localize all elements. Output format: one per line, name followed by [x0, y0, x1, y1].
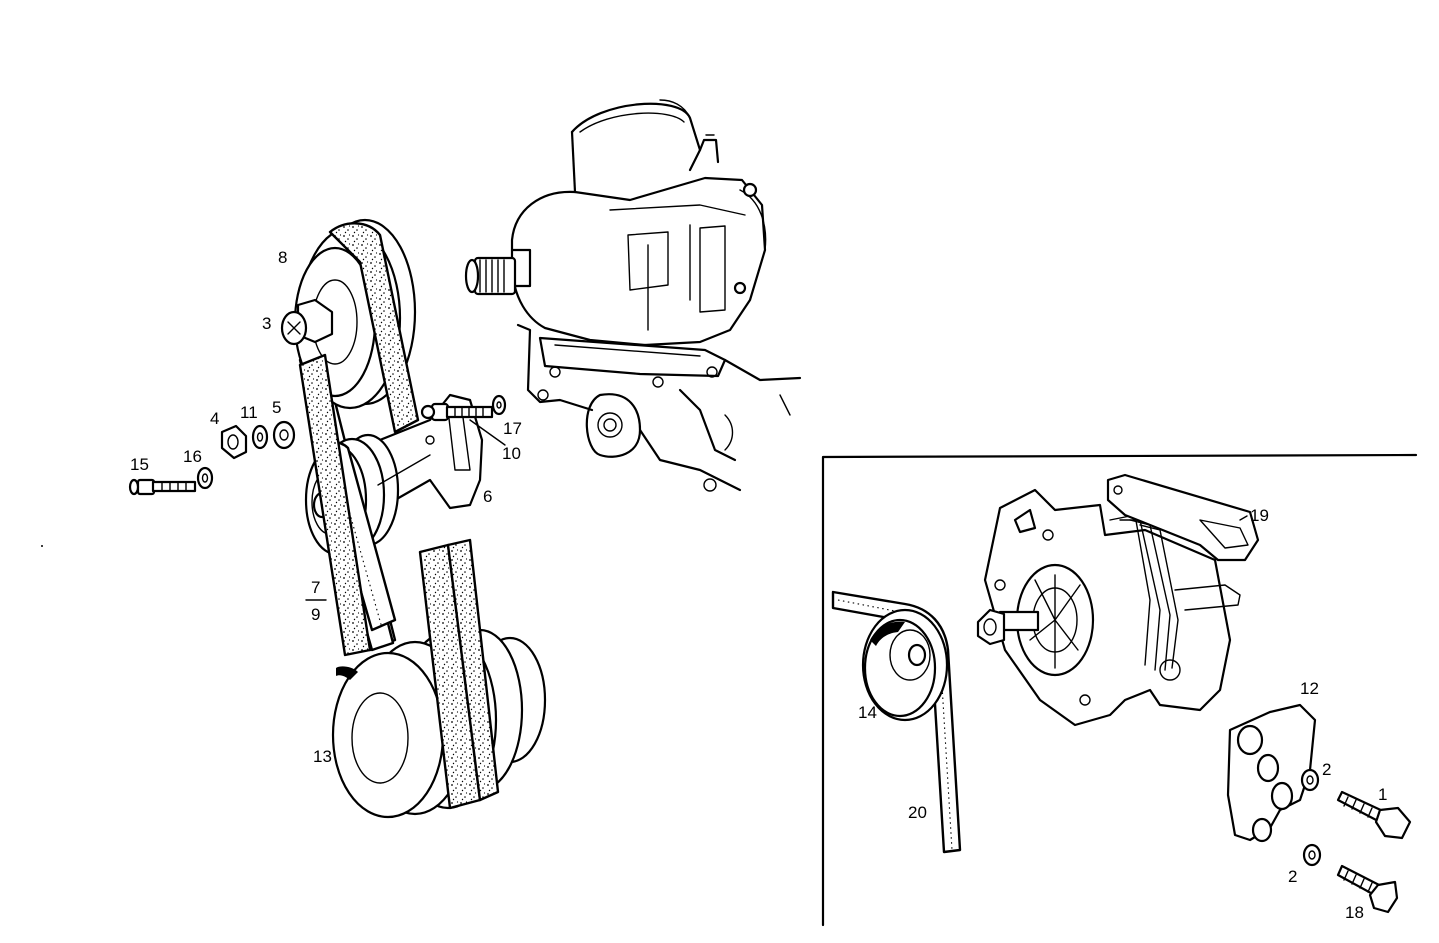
nut-4 [220, 424, 248, 460]
callout-3: 3 [262, 314, 271, 333]
callout-18: 18 [1345, 903, 1364, 922]
inset-detail-frame [821, 453, 1418, 927]
callout-13: 13 [313, 747, 332, 766]
callout-5: 5 [272, 398, 281, 417]
callout-labels: 8 3 4 11 5 15 16 17 10 6 7 9 13 19 14 12… [130, 248, 1387, 922]
nut-3 [280, 298, 334, 346]
leader-lines-left [305, 419, 506, 601]
bolt-1 [1336, 790, 1412, 840]
callout-10: 10 [502, 444, 521, 463]
callout-8: 8 [278, 248, 287, 267]
pulley-14 [861, 608, 949, 722]
washer-17 [491, 394, 507, 416]
callout-1: 1 [1378, 785, 1387, 804]
callout-16: 16 [183, 447, 202, 466]
callout-2a: 2 [1322, 760, 1331, 779]
washer-2a [1300, 768, 1320, 792]
callout-17: 17 [503, 419, 522, 438]
callout-7: 7 [311, 578, 320, 597]
alternator-inset [831, 473, 1412, 914]
left-belt-drive-assembly [280, 218, 547, 819]
bolt-10 [420, 402, 494, 422]
left-hardware [128, 394, 507, 496]
bracket-19 [1106, 473, 1260, 562]
bolt-15 [128, 478, 197, 496]
bracket-12 [1226, 703, 1317, 843]
washer-5 [272, 420, 296, 450]
callout-11: 11 [240, 403, 258, 422]
washer-11 [251, 424, 269, 450]
callout-2b: 2 [1288, 867, 1297, 886]
callout-9: 9 [311, 605, 320, 624]
alternator [976, 488, 1241, 727]
callout-12: 12 [1300, 679, 1319, 698]
engine-block-illustration [464, 99, 802, 492]
washer-16 [196, 466, 214, 490]
callout-20: 20 [908, 803, 927, 822]
callout-4: 4 [210, 409, 219, 428]
washer-2b [1302, 843, 1322, 867]
callout-19: 19 [1250, 506, 1269, 525]
callout-6: 6 [483, 487, 492, 506]
callout-14: 14 [858, 703, 877, 722]
bolt-18 [1336, 864, 1399, 914]
scan-speck [41, 545, 43, 547]
callout-15: 15 [130, 455, 149, 474]
